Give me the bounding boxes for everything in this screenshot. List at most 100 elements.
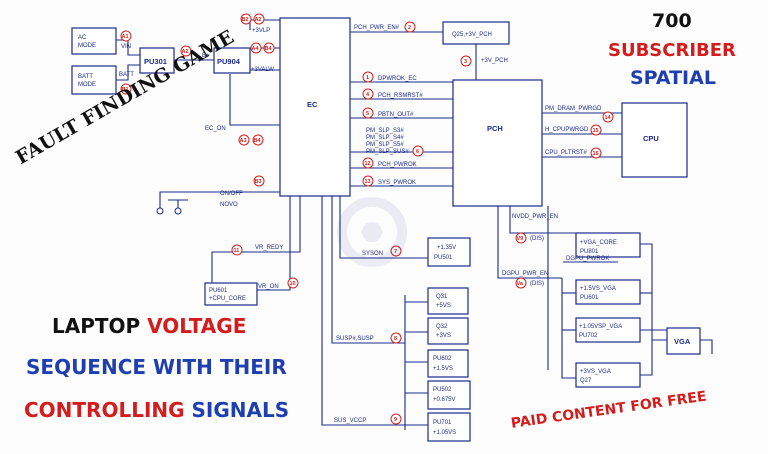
block-pu701: PU701 +1.05VS [427, 412, 471, 442]
marker-12: 12 [362, 157, 374, 169]
marker-6: 6 [412, 145, 424, 157]
headline-line-2: SEQUENCE WITH THEIR [26, 355, 287, 379]
svg-text:CPU_PLTRST#: CPU_PLTRST# [545, 150, 588, 156]
block-pch: PCH [452, 79, 543, 207]
subscriber-text: SUBSCRIBER [608, 40, 736, 61]
svg-text:BATT: BATT [78, 74, 93, 80]
svg-text:PU602: PU602 [433, 356, 452, 362]
marker-a2: A2 [180, 45, 192, 57]
headline-line-3: CONTROLLING SIGNALS [24, 398, 290, 422]
svg-text:MODE: MODE [78, 43, 96, 49]
marker-7: 7 [390, 245, 402, 257]
marker-10: 10 [287, 277, 299, 289]
svg-text:+0.675V: +0.675V [433, 397, 456, 403]
svg-text:PM_SLP_S3#: PM_SLP_S3# [366, 128, 404, 134]
svg-text:3: 3 [464, 59, 467, 65]
marker-v9: V9 [515, 232, 527, 244]
svg-text:+5VS: +5VS [436, 303, 451, 309]
block-pu602: PU602 +1.5VS [427, 349, 469, 378]
svg-text:DPWROK_EC: DPWROK_EC [378, 76, 417, 82]
svg-text:DGPU_PWR_EN: DGPU_PWR_EN [502, 271, 548, 277]
block-pu502: PU502 +0.675V [427, 380, 471, 410]
svg-text:H_CPUPWRGD: H_CPUPWRGD [545, 127, 589, 133]
signal-labels: VIN BATT B+ +3VLP +3VALW EC_ON ON/OFF NO… [119, 25, 609, 424]
marker-4: 4 [362, 88, 374, 100]
svg-text:15: 15 [593, 128, 599, 134]
svg-text:+1.05VSP_VGA: +1.05VSP_VGA [579, 324, 622, 330]
block-pu301: PU301 [139, 47, 175, 74]
svg-text:+3VLP: +3VLP [252, 28, 270, 34]
svg-text:8: 8 [394, 336, 397, 342]
svg-text:(DIS): (DIS) [530, 236, 544, 242]
marker-3: 3 [460, 55, 472, 67]
svg-text:DGPU_PWROK: DGPU_PWROK [566, 256, 609, 262]
block-pu501: +1.35V PU501 [427, 237, 471, 267]
svg-text:6: 6 [416, 149, 419, 155]
subscriber-count: 700 [652, 10, 692, 32]
svg-text:PM_SLP_S4#: PM_SLP_S4# [366, 135, 404, 141]
svg-text:5: 5 [366, 111, 369, 117]
svg-text:+VGA_CORE: +VGA_CORE [580, 240, 617, 246]
svg-text:B4: B4 [265, 46, 273, 52]
block-cpu: CPU [621, 102, 688, 178]
svg-text:PM_SLP_S5#: PM_SLP_S5# [366, 142, 404, 148]
svg-text:+3VS_VGA: +3VS_VGA [580, 369, 611, 375]
svg-text:A3: A3 [240, 138, 247, 144]
vga-label: VGA [674, 337, 691, 346]
block-ec: EC [279, 17, 351, 197]
svg-text:MODE: MODE [78, 82, 96, 88]
svg-text:PU701: PU701 [433, 420, 452, 426]
svg-text:B+: B+ [202, 53, 210, 59]
svg-text:+3VS: +3VS [436, 333, 451, 339]
block-vga: VGA [666, 327, 701, 355]
svg-text:Q32: Q32 [436, 324, 448, 330]
svg-text:NOVO: NOVO [220, 202, 238, 208]
svg-text:B2: B2 [242, 17, 249, 23]
block-q25: Q25,+3V_PCH [442, 21, 510, 45]
q25-label: Q25,+3V_PCH [452, 32, 492, 38]
block-q27: +3VS_VGA Q27 [575, 362, 641, 388]
block-pu801: +VGA_CORE PU801 [575, 232, 641, 258]
svg-text:PM_DRAM_PWRGD: PM_DRAM_PWRGD [545, 106, 602, 112]
svg-text:VR_ON: VR_ON [258, 284, 279, 290]
marker-a1: A1 [120, 30, 132, 42]
block-pu904: PU904 [213, 47, 251, 74]
svg-text:PCH_RSMRST#: PCH_RSMRST# [378, 93, 423, 99]
marker-14: 14 [602, 111, 614, 123]
marker-16: 16 [590, 147, 602, 159]
marker-b1: B1 [120, 83, 132, 95]
marker-13: 13 [362, 175, 374, 187]
marker-b4-top: B4 [263, 42, 275, 54]
svg-text:A2: A2 [255, 17, 262, 23]
svg-text:7: 7 [394, 249, 397, 255]
svg-text:ON/OFF: ON/OFF [220, 191, 243, 197]
ac-mode-label: AC [78, 35, 87, 41]
svg-text:2: 2 [408, 25, 411, 31]
svg-text:+1.5VS_VGA: +1.5VS_VGA [580, 286, 616, 292]
svg-text:SYS_PWROK: SYS_PWROK [378, 180, 416, 186]
block-pu702: +1.05VSP_VGA PU702 [575, 317, 641, 343]
block-q32: Q32 +3VS [427, 317, 469, 345]
svg-text:B3: B3 [255, 179, 262, 185]
block-q31: Q31 +5VS [427, 287, 469, 315]
svg-text:SUSP#,SUSP: SUSP#,SUSP [336, 336, 374, 342]
marker-2: 2 [404, 21, 416, 33]
power-switch [156, 199, 188, 215]
marker-b4: B4 [252, 134, 264, 146]
svg-text:PU601: PU601 [209, 288, 228, 294]
marker-a3: A3 [238, 134, 250, 146]
svg-text:+3V_PCH: +3V_PCH [481, 58, 508, 64]
gear-icon [337, 197, 407, 267]
pu904-label: PU904 [217, 57, 241, 66]
svg-text:11: 11 [234, 248, 240, 254]
svg-text:(DIS): (DIS) [530, 281, 544, 287]
svg-text:NVDD_PWR_EN: NVDD_PWR_EN [512, 214, 558, 220]
svg-text:Q27: Q27 [580, 378, 592, 384]
marker-15: 15 [590, 124, 602, 136]
svg-text:1: 1 [366, 75, 369, 81]
marker-5: 5 [362, 107, 374, 119]
marker-9: 9 [390, 413, 402, 425]
channel-name: SPATIAL [630, 67, 716, 89]
